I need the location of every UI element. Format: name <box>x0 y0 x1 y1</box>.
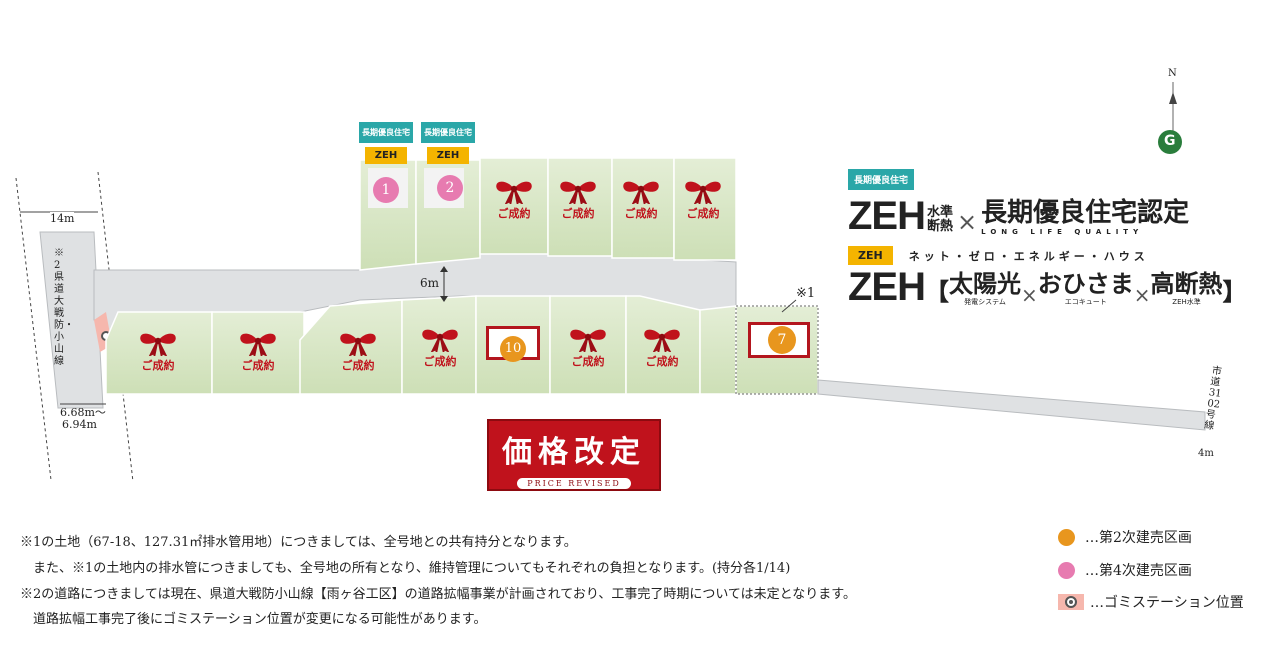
prefectural-road-label: ※2 県道大戦防・小山線 <box>54 248 74 367</box>
ribbon-icon <box>644 329 680 355</box>
gomi-station-icon <box>1058 594 1084 610</box>
city-road-label: 市道3102号線 <box>1203 365 1223 433</box>
legend-orange-dot <box>1058 528 1075 546</box>
note-2: また、※1の土地内の排水管につきましても、全号地の所有となり、維持管理についても… <box>20 561 791 576</box>
lot-1-marker[interactable]: 1 <box>373 177 399 203</box>
legend-gomi: …ゴミステーション位置 <box>1058 592 1244 612</box>
prefectural-road <box>39 231 104 409</box>
legend-fourth-phase-label: …第4次建売区画 <box>1085 563 1192 579</box>
promo-insulation-sub: ZEH水準 <box>1172 298 1201 306</box>
promo-ohisama: おひさま <box>1037 270 1134 298</box>
sold-lot-marker: ご成約 <box>679 180 727 220</box>
legend-second-phase-label: …第2次建売区画 <box>1085 530 1192 546</box>
note-3: ※2の道路につきましては現在、県道大戦防小山線【雨ヶ谷工区】の道路拡幅事業が計画… <box>20 587 856 602</box>
sold-lot-marker: ご成約 <box>564 328 612 368</box>
price-revised-title: 価格改定 <box>502 435 646 470</box>
price-revised-banner: 価格改定 PRICE REVISED <box>487 419 661 491</box>
sold-label: ご成約 <box>686 207 720 220</box>
promo-zeh: ZEH <box>848 194 926 238</box>
ribbon-icon <box>560 181 596 207</box>
compass-north-label: N <box>1168 68 1177 79</box>
promo-ohisama-sub: エコキュート <box>1064 298 1107 306</box>
sold-label: ご成約 <box>571 355 605 368</box>
lot-1-badge-top: 長期優良住宅 <box>359 122 413 143</box>
legend-second-phase: …第2次建売区画 <box>1058 527 1192 547</box>
promo-tag-long-life: 長期優良住宅 <box>848 169 915 190</box>
road-width-top: 14m <box>50 212 75 225</box>
note1-marker: ※1 <box>796 286 816 301</box>
lot-10-marker[interactable]: 10 <box>500 336 526 362</box>
ribbon-icon <box>570 329 606 355</box>
legend-fourth-phase: …第4次建売区画 <box>1058 560 1192 580</box>
sold-label: ご成約 <box>561 207 595 220</box>
promo-tag-zeh: ZEH <box>848 246 893 265</box>
note-1: ※1の土地（67-18、127.31㎡排水管用地）につきましては、全号地との共有… <box>20 535 577 550</box>
lot-2-badge-zeh: ZEH <box>426 147 470 164</box>
sold-lot-marker: ご成約 <box>638 328 686 368</box>
lot-1-badge: 長期優良住宅 ZEH <box>359 120 413 164</box>
promo-times-2: × <box>1021 283 1038 307</box>
promo-zeh-sub1: 水準 <box>927 205 954 220</box>
lot-7-number: 7 <box>777 332 787 348</box>
lot-2-marker[interactable]: 2 <box>437 175 463 201</box>
sold-lot-marker: ご成約 <box>554 180 602 220</box>
city-road-width: 4m <box>1198 448 1214 459</box>
promo-net-zero: ネット・ゼロ・エネルギー・ハウス <box>908 249 1149 263</box>
promo-bracket-close: 】 <box>1222 278 1247 306</box>
road-width-bottom-2: 6.94m <box>62 418 97 431</box>
inner-road-width: 6m <box>420 276 440 290</box>
lot-1-number: 1 <box>381 182 391 198</box>
ribbon-icon <box>623 181 659 207</box>
lot-2-badge: 長期優良住宅 ZEH <box>421 120 475 164</box>
ribbon-icon <box>685 181 721 207</box>
compass-logo <box>1158 130 1182 154</box>
promo-solar-sub: 発電システム <box>964 298 1006 306</box>
promo-times-1: × <box>957 208 978 236</box>
promo-insulation: 高断熱 <box>1150 270 1223 298</box>
promo-zeh-sub2: 断熱 <box>927 219 954 234</box>
sold-label: ご成約 <box>341 359 375 372</box>
promo-block: 長期優良住宅 ZEH 水準 断熱 × 長期優良住宅認定 LONG LIFE QU… <box>848 168 1268 307</box>
ribbon-icon <box>240 333 276 359</box>
sold-label: ご成約 <box>423 355 457 368</box>
lot-2-badge-top: 長期優良住宅 <box>421 122 475 143</box>
compass-logo-letter: G <box>1164 133 1176 149</box>
sold-label: ご成約 <box>624 207 658 220</box>
promo-zeh-2: ZEH <box>848 265 926 309</box>
sold-label: ご成約 <box>241 359 275 372</box>
road-width-bottom-1: 6.68m～ <box>60 406 106 419</box>
city-road <box>817 379 1206 431</box>
sold-label: ご成約 <box>141 359 175 372</box>
sold-label: ご成約 <box>497 207 531 220</box>
ribbon-icon <box>340 333 376 359</box>
sold-label: ご成約 <box>645 355 679 368</box>
promo-solar: 太陽光 <box>949 270 1021 298</box>
promo-long-life-en: LONG LIFE QUALITY <box>981 228 1144 236</box>
sold-lot-marker: ご成約 <box>234 332 282 372</box>
ribbon-icon <box>422 329 458 355</box>
sold-lot-marker: ご成約 <box>134 332 182 372</box>
legend-gomi-label: …ゴミステーション位置 <box>1090 595 1244 611</box>
lot-10-number: 10 <box>504 341 522 356</box>
sold-lot-marker: ご成約 <box>334 332 382 372</box>
sold-lot-marker: ご成約 <box>416 328 464 368</box>
promo-long-life: 長期優良住宅認定 <box>981 198 1190 228</box>
bottom-lots <box>105 295 819 395</box>
note-4: 道路拡幅工事完了後にゴミステーション位置が変更になる可能性があります。 <box>20 612 487 627</box>
promo-times-3: × <box>1133 283 1151 307</box>
sold-lot-marker: ご成約 <box>617 180 665 220</box>
legend-pink-dot <box>1058 561 1075 579</box>
promo-bracket-open: 【 <box>925 278 949 306</box>
lot-1-badge-zeh: ZEH <box>364 147 408 164</box>
lot-7-marker[interactable]: 7 <box>768 326 796 354</box>
sold-lot-marker: ご成約 <box>490 180 538 220</box>
lot-2-number: 2 <box>445 180 455 196</box>
price-revised-subtitle: PRICE REVISED <box>517 478 631 489</box>
ribbon-icon <box>496 181 532 207</box>
ribbon-icon <box>140 333 176 359</box>
